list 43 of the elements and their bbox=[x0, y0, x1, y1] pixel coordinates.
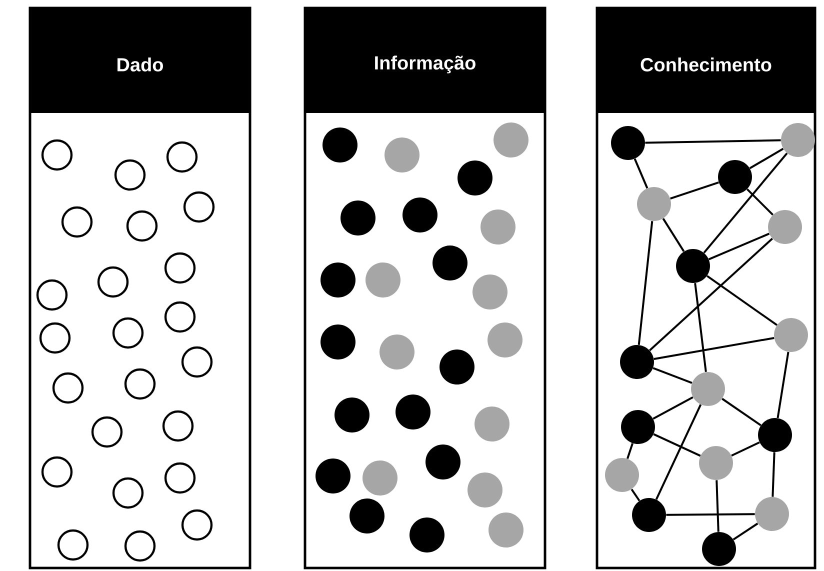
connector-line bbox=[670, 182, 719, 200]
dot bbox=[691, 372, 725, 406]
connector-line bbox=[772, 452, 776, 497]
dot bbox=[620, 345, 654, 379]
connector-line bbox=[776, 352, 790, 418]
connector-line bbox=[666, 513, 755, 516]
connector-line bbox=[654, 336, 774, 360]
dot bbox=[632, 498, 666, 532]
connector-line bbox=[645, 139, 781, 144]
connector-line bbox=[626, 443, 634, 459]
connector-line bbox=[706, 275, 778, 326]
connector-line bbox=[652, 396, 694, 420]
connector-line bbox=[716, 480, 720, 532]
connector-line bbox=[708, 232, 770, 260]
connector-line bbox=[749, 148, 784, 170]
connector-line bbox=[703, 152, 788, 254]
dot bbox=[621, 410, 655, 444]
connector-line bbox=[630, 488, 640, 502]
connector-line bbox=[638, 221, 654, 346]
dot bbox=[605, 458, 639, 492]
panel: Dado bbox=[28, 6, 252, 570]
connector-line bbox=[732, 522, 758, 540]
connector-line bbox=[655, 404, 702, 500]
connector-line bbox=[731, 441, 760, 457]
dot bbox=[676, 249, 710, 283]
dot bbox=[699, 446, 733, 480]
dot bbox=[774, 318, 808, 352]
connector-line bbox=[662, 218, 685, 252]
connector-line bbox=[694, 282, 707, 372]
dot bbox=[768, 210, 802, 244]
connector-line bbox=[634, 158, 648, 189]
dot bbox=[611, 126, 645, 160]
connector-line bbox=[722, 398, 762, 426]
dot bbox=[637, 187, 671, 221]
dot bbox=[755, 497, 789, 531]
dot bbox=[758, 418, 792, 452]
connector-line bbox=[653, 433, 701, 457]
connector-line bbox=[746, 188, 774, 216]
connector-line bbox=[652, 367, 692, 384]
connector-line bbox=[649, 238, 773, 352]
dot bbox=[781, 123, 815, 157]
dot bbox=[702, 532, 736, 566]
dot bbox=[718, 160, 752, 194]
